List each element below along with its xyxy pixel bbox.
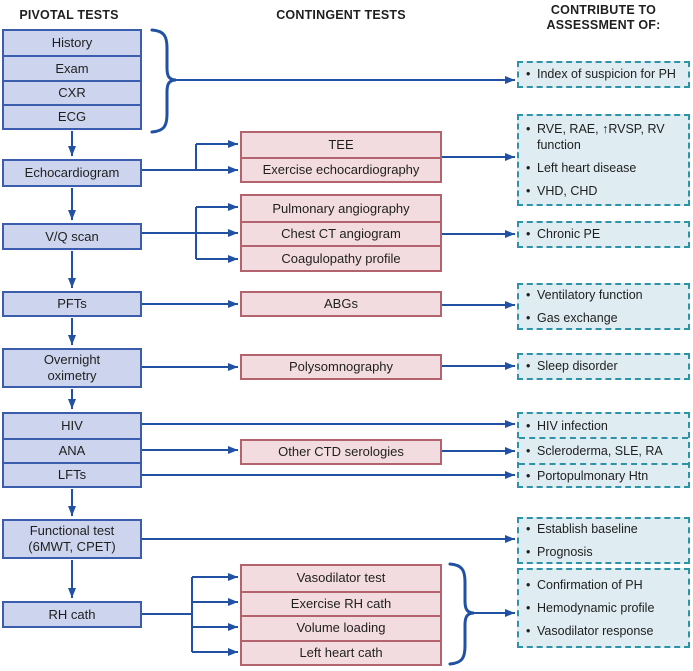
pivotal-vq-scan-box: V/Q scan	[2, 223, 142, 250]
assessment-item: Prognosis	[523, 544, 684, 561]
contingent-exercise-rh-cath-box: Exercise RH cath	[242, 590, 440, 616]
contingent-rh-cath-group: Vasodilator test Exercise RH cath Volume…	[240, 564, 442, 666]
assessment-item: Ventilatory function	[523, 287, 684, 304]
assessment-sleep-disorder-box: Sleep disorder	[517, 353, 690, 380]
assessment-echo-findings-box: RVE, RAE, ↑RVSP, RV function Left heart …	[517, 114, 690, 206]
assessment-item: VHD, CHD	[523, 183, 684, 200]
assessment-item: Establish baseline	[523, 521, 684, 538]
pivotal-initial-tests-group: History Exam CXR ECG	[2, 29, 142, 130]
assessment-item: Scleroderma, SLE, RA	[523, 443, 663, 460]
contingent-abgs-box: ABGs	[240, 291, 442, 317]
assessment-item: Left heart disease	[523, 160, 684, 177]
contingent-tests-header: CONTINGENT TESTS	[276, 8, 406, 22]
contingent-pulmonary-angiography-box: Pulmonary angiography	[272, 200, 410, 216]
assessment-item: Portopulmonary Htn	[523, 468, 648, 485]
contingent-left-heart-cath-box: Left heart cath	[242, 639, 440, 665]
assessment-chronic-pe-box: Chronic PE	[517, 221, 690, 248]
assessment-item: HIV infection	[523, 418, 608, 435]
assessment-header: CONTRIBUTE TO ASSESSMENT OF:	[546, 3, 661, 32]
assessment-item: Chronic PE	[523, 226, 684, 243]
assessment-item: Confirmation of PH	[523, 577, 684, 594]
brace-initial-tests	[150, 28, 177, 134]
pivotal-hiv-box: HIV	[61, 418, 83, 434]
assessment-serology-group: HIV infection Scleroderma, SLE, RA Porto…	[517, 412, 690, 488]
assessment-hiv-infection-box: HIV infection	[519, 414, 688, 437]
assessment-portopulmonary-box: Portopulmonary Htn	[519, 462, 688, 488]
pivotal-overnight-oximetry-box: Overnight oximetry	[2, 348, 142, 388]
assessment-confirmation-box: Confirmation of PH Hemodynamic profile V…	[517, 568, 690, 648]
assessment-item: Gas exchange	[523, 310, 684, 327]
pivotal-tests-header: PIVOTAL TESTS	[19, 8, 119, 22]
pivotal-exam-box: Exam	[4, 55, 140, 79]
pivotal-ecg-box: ECG	[4, 103, 140, 128]
assessment-suspicion-box: Index of suspicion for PH	[517, 61, 690, 88]
contingent-echo-group: TEE Exercise echocardiography	[240, 131, 442, 183]
assessment-scleroderma-box: Scleroderma, SLE, RA	[519, 437, 688, 462]
pivotal-serology-group: HIV ANA LFTs	[2, 412, 142, 488]
pivotal-echocardiogram-box: Echocardiogram	[2, 159, 142, 187]
rhcath-branch-line	[142, 577, 193, 652]
assessment-baseline-box: Establish baseline Prognosis	[517, 517, 690, 564]
contingent-ctd-serologies-box: Other CTD serologies	[240, 439, 442, 465]
pivotal-pfts-box: PFTs	[2, 291, 142, 317]
brace-rhcath-tests	[448, 562, 475, 666]
contingent-volume-loading-box: Volume loading	[242, 615, 440, 640]
contingent-tee-box: TEE	[328, 137, 354, 153]
contingent-polysomnography-box: Polysomnography	[240, 354, 442, 380]
vq-branch-line	[142, 207, 197, 259]
contingent-exercise-echo-box: Exercise echocardiography	[242, 157, 440, 181]
assessment-ventilatory-box: Ventilatory function Gas exchange	[517, 283, 690, 330]
pivotal-lfts-box: LFTs	[4, 462, 140, 486]
pivotal-rh-cath-box: RH cath	[2, 601, 142, 628]
assessment-item: Hemodynamic profile	[523, 600, 684, 617]
pivotal-history-box: History	[51, 35, 93, 51]
contingent-vasodilator-test-box: Vasodilator test	[296, 570, 386, 586]
contingent-pe-workup-group: Pulmonary angiography Chest CT angiogram…	[240, 194, 442, 272]
contingent-chest-ct-angiogram-box: Chest CT angiogram	[242, 220, 440, 246]
assessment-item: Index of suspicion for PH	[523, 66, 684, 83]
contingent-coagulopathy-profile-box: Coagulopathy profile	[242, 245, 440, 270]
pivotal-functional-test-box: Functional test (6MWT, CPET)	[2, 519, 142, 559]
pivotal-cxr-box: CXR	[4, 79, 140, 104]
echo-branch-line	[142, 144, 197, 171]
pivotal-ana-box: ANA	[4, 438, 140, 462]
assessment-item: RVE, RAE, ↑RVSP, RV function	[523, 121, 684, 154]
assessment-item: Vasodilator response	[523, 623, 684, 640]
assessment-item: Sleep disorder	[523, 358, 684, 375]
